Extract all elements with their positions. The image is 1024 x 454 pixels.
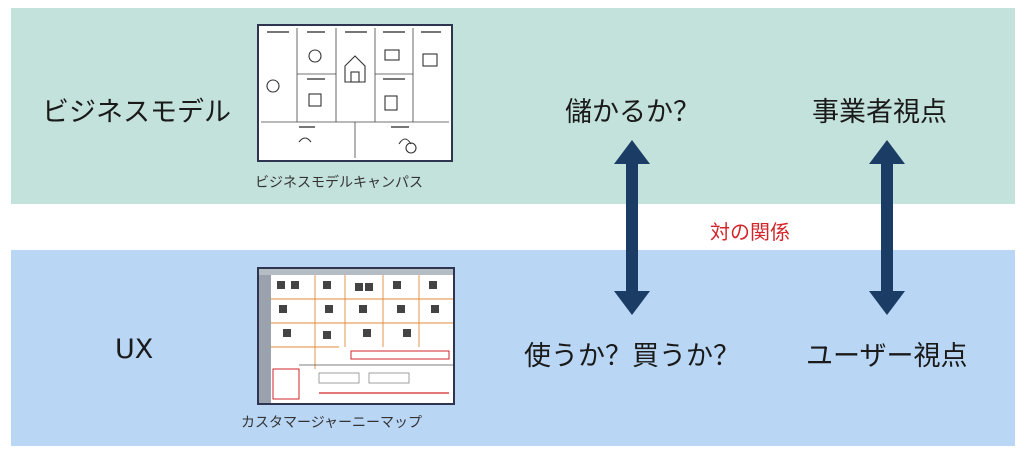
customer-journey-map-image	[257, 267, 455, 405]
customer-journey-map-caption: カスタマージャーニーマップ	[241, 415, 423, 431]
ux-title: UX	[115, 334, 154, 365]
double-arrow-icon	[869, 140, 905, 315]
perspective-user: ユーザー視点	[806, 341, 968, 372]
canvas-sketch-icon	[259, 26, 451, 160]
business-model-band	[11, 8, 1015, 204]
question-use-buy: 使うか？買うか？	[524, 341, 740, 372]
business-model-canvas-image	[257, 24, 453, 162]
ux-band	[11, 250, 1015, 446]
double-arrow-icon	[614, 140, 650, 315]
journey-map-sketch-icon	[259, 269, 453, 403]
question-profit: 儲かるか？	[565, 97, 700, 128]
business-model-canvas-caption: ビジネスモデルキャンパス	[255, 175, 423, 191]
business-model-title: ビジネスモデル	[42, 97, 231, 128]
relation-label: 対の関係	[710, 220, 790, 244]
perspective-business: 事業者視点	[812, 97, 947, 128]
